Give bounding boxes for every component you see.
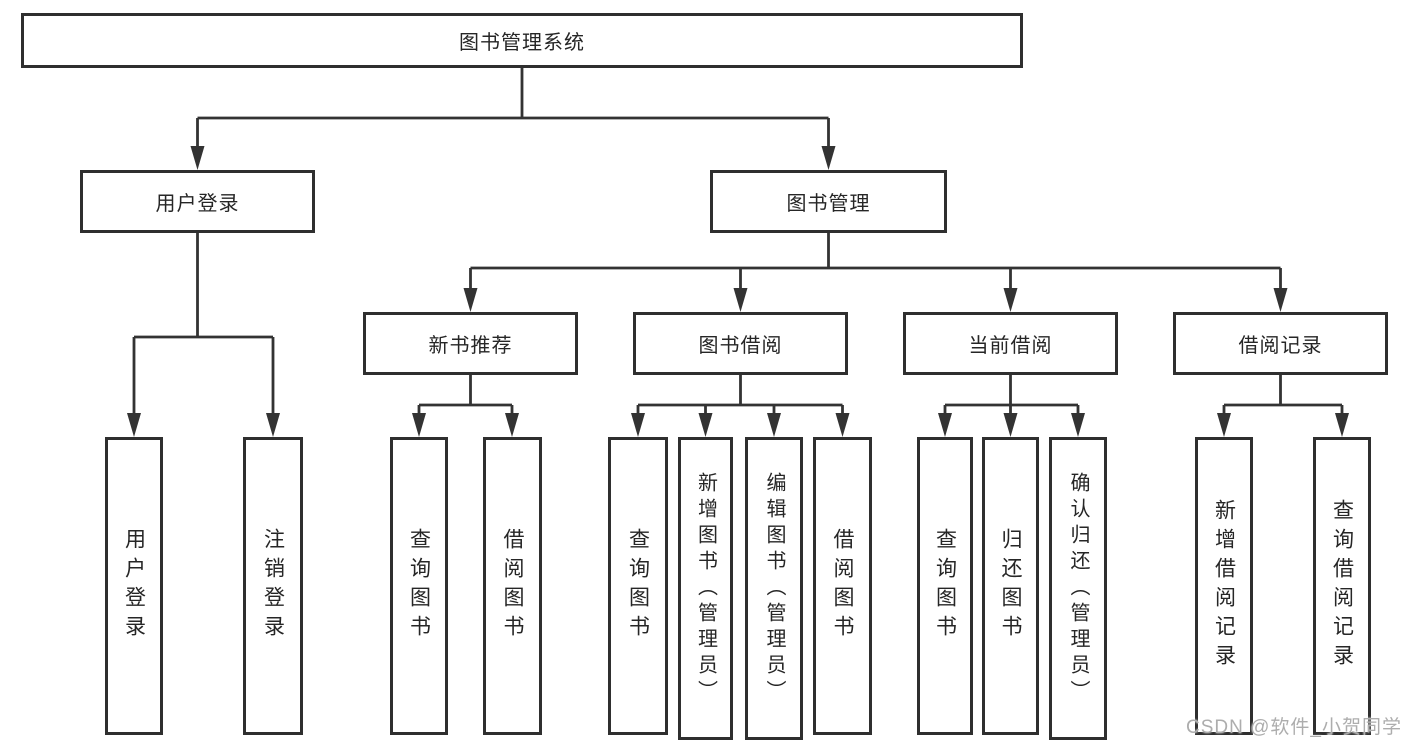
node-book-borrowing-label: 图书借阅 (698, 335, 783, 357)
node-library-system-label: 图书管理系统 (459, 32, 585, 54)
csdn-watermark: CSDN @软件_小贺同学 (1186, 717, 1402, 738)
connector-new-book-children (417, 375, 514, 421)
node-book-borrowing: 图书借阅 (633, 312, 848, 375)
leaf-logout-label: 注销登录 (261, 528, 285, 644)
leaf-add-books-admin-label: 新增图书（管理员） (694, 471, 717, 706)
arrowheads (127, 146, 1349, 437)
leaf-edit-books-admin: 编辑图书（管理员） (745, 437, 803, 740)
leaf-edit-books-admin-label: 编辑图书（管理员） (763, 471, 785, 706)
leaf-recommend-query-books-label: 查询图书 (407, 528, 431, 644)
node-current-borrowing: 当前借阅 (903, 312, 1118, 375)
leaf-query-borrow-record-label: 查询借阅记录 (1330, 499, 1354, 673)
leaf-borrowing-borrow-books: 借阅图书 (813, 437, 872, 735)
leaf-query-borrow-record: 查询借阅记录 (1313, 437, 1371, 735)
leaf-recommend-borrow-books-label: 借阅图书 (501, 528, 524, 644)
leaf-borrowing-query-books: 查询图书 (608, 437, 668, 735)
connector-root-to-level2 (196, 68, 830, 154)
leaf-borrowing-borrow-books-label: 借阅图书 (831, 528, 854, 644)
node-borrowing-records: 借阅记录 (1173, 312, 1388, 375)
connector-borrow-children (636, 375, 844, 421)
connector-user-login-children (132, 233, 275, 421)
node-book-management-label: 图书管理 (786, 193, 871, 215)
node-user-login-label: 用户登录 (155, 193, 240, 215)
leaf-user-login: 用户登录 (105, 437, 163, 735)
connector-book-mgmt-children (469, 233, 1282, 296)
node-current-borrowing-label: 当前借阅 (968, 335, 1053, 357)
leaf-confirm-return-admin-label: 确认归还（管理员） (1067, 471, 1089, 706)
leaf-add-borrow-record-label: 新增借阅记录 (1212, 499, 1236, 673)
leaf-add-books-admin: 新增图书（管理员） (678, 437, 733, 740)
leaf-current-query-books: 查询图书 (917, 437, 973, 735)
node-user-login: 用户登录 (80, 170, 315, 233)
leaf-return-books: 归还图书 (982, 437, 1039, 735)
node-book-management: 图书管理 (710, 170, 947, 233)
connector-records-children (1222, 375, 1344, 421)
leaf-add-borrow-record: 新增借阅记录 (1195, 437, 1253, 735)
leaf-borrowing-query-books-label: 查询图书 (626, 528, 650, 644)
leaf-recommend-borrow-books: 借阅图书 (483, 437, 542, 735)
leaf-return-books-label: 归还图书 (999, 528, 1022, 644)
leaf-logout: 注销登录 (243, 437, 303, 735)
node-library-system: 图书管理系统 (21, 13, 1023, 68)
node-borrowing-records-label: 借阅记录 (1238, 335, 1323, 357)
node-new-book-recommend: 新书推荐 (363, 312, 578, 375)
node-new-book-recommend-label: 新书推荐 (428, 335, 513, 357)
leaf-confirm-return-admin: 确认归还（管理员） (1049, 437, 1107, 740)
leaf-user-login-label: 用户登录 (122, 528, 146, 644)
leaf-current-query-books-label: 查询图书 (933, 528, 957, 644)
leaf-recommend-query-books: 查询图书 (390, 437, 448, 735)
